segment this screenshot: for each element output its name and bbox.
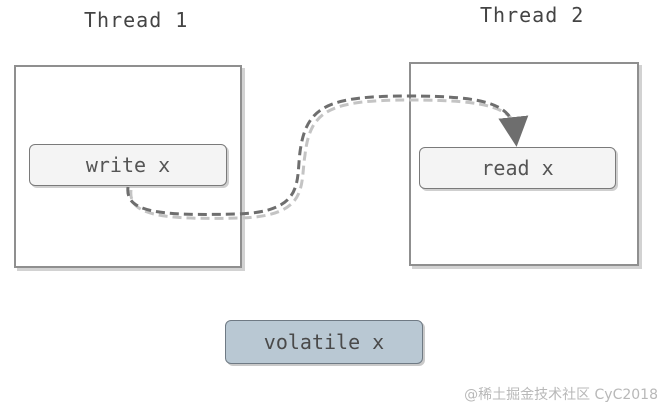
read-x-operation: read x — [419, 147, 616, 189]
thread-1-title: Thread 1 — [84, 8, 189, 32]
thread-2-title: Thread 2 — [480, 3, 585, 27]
watermark-text: @稀土掘金技术社区 CyC2018 — [464, 387, 658, 403]
volatile-x-variable: volatile x — [225, 320, 423, 364]
write-x-operation: write x — [29, 144, 227, 186]
